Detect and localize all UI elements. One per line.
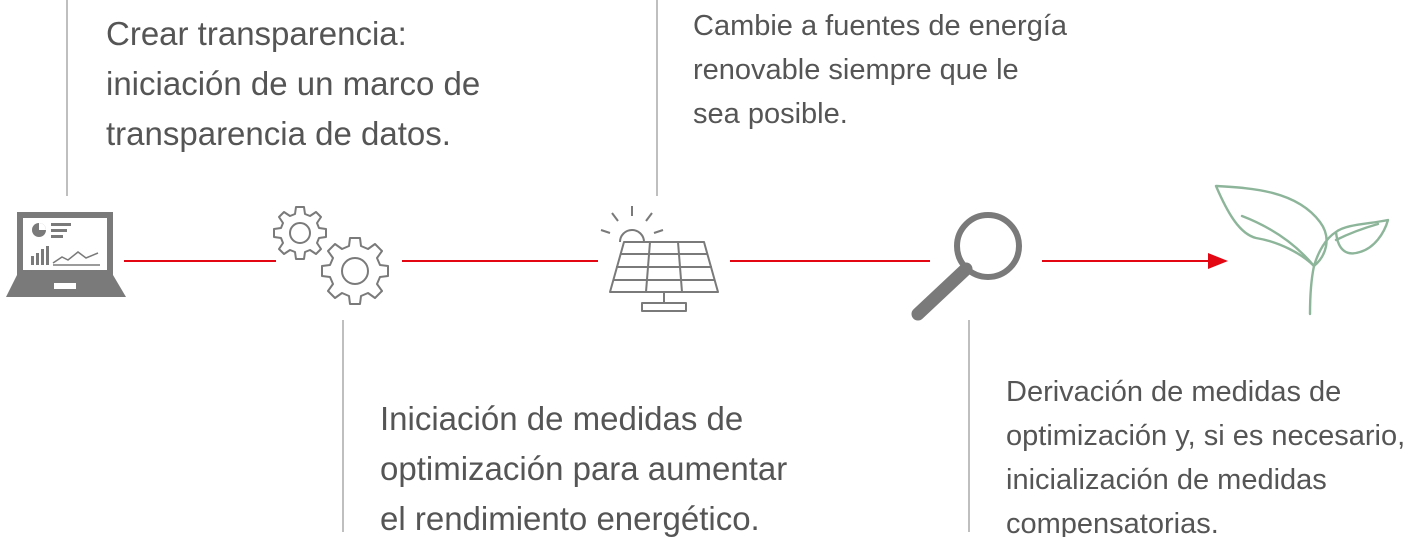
callout-line-step-4 — [968, 320, 970, 532]
connector-4-5 — [1042, 260, 1210, 262]
step-2-description: Iniciación de medidas de optimización pa… — [380, 394, 787, 537]
connector-3-4 — [730, 260, 930, 262]
step-3-line-2: renovable siempre que le — [693, 54, 1019, 86]
step-3-line-1: Cambie a fuentes de energía — [693, 10, 1068, 42]
connector-2-3 — [402, 260, 598, 262]
step-1-line-3: transparencia de datos. — [106, 115, 451, 152]
step-2-line-1: Iniciación de medidas de — [380, 400, 744, 437]
solar-panel-icon — [600, 206, 719, 312]
laptop-dashboard-icon — [6, 212, 126, 297]
step-1-line-1: Crear transparencia: — [106, 15, 407, 52]
step-1-line-2: iniciación de un marco de — [106, 65, 481, 102]
step-4-description: Derivación de medidas de optimización y,… — [1006, 370, 1405, 537]
step-4-line-1: Derivación de medidas de — [1006, 376, 1342, 408]
arrowhead-icon — [1208, 253, 1228, 269]
magnifier-icon — [911, 212, 1022, 321]
step-1-description: Crear transparencia: iniciación de un ma… — [106, 9, 480, 159]
step-4-line-4: compensatorias. — [1006, 508, 1219, 537]
callout-line-step-2 — [342, 320, 344, 532]
step-4-line-2: optimización y, si es necesario, — [1006, 420, 1406, 452]
callout-line-step-3 — [656, 0, 658, 196]
step-3-description: Cambie a fuentes de energía renovable si… — [693, 4, 1067, 136]
step-2-line-3: el rendimiento energético. — [380, 500, 760, 537]
step-3-line-3: sea posible. — [693, 98, 848, 130]
step-2-line-2: optimización para aumentar — [380, 450, 788, 487]
callout-line-step-1 — [66, 0, 68, 196]
step-4-line-3: inicialización de medidas — [1006, 464, 1327, 496]
gears-icon — [273, 206, 389, 305]
connector-1-2 — [124, 260, 276, 262]
leaf-sprout-icon — [1214, 184, 1390, 316]
